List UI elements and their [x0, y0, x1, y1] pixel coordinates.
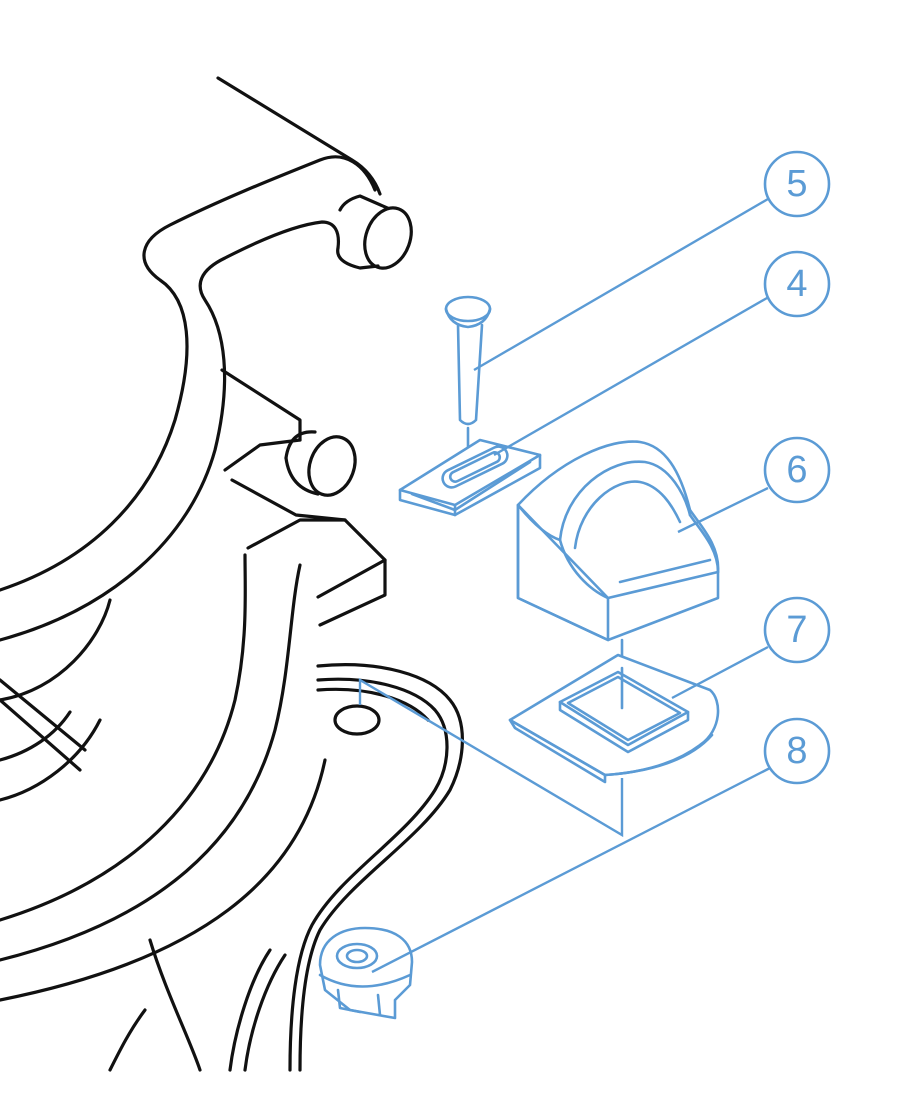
callout-8: 8 — [763, 717, 831, 785]
leader-8 — [371, 766, 771, 974]
part-7-base-pad — [508, 653, 720, 784]
callout-7: 7 — [763, 596, 831, 664]
callout-4: 4 — [763, 250, 831, 318]
svg-text:7: 7 — [786, 609, 807, 651]
leader-6 — [677, 486, 769, 534]
assembly-guide-line — [358, 677, 624, 838]
leader-5 — [473, 197, 769, 372]
svg-text:6: 6 — [786, 449, 807, 491]
svg-text:4: 4 — [786, 263, 807, 305]
part-8-grommet — [318, 926, 414, 1020]
main-assembly — [0, 76, 464, 1072]
svg-text:5: 5 — [786, 163, 807, 205]
leader-4 — [493, 296, 768, 457]
part-6-saddle-block — [516, 440, 720, 664]
part-5-pin — [444, 295, 492, 457]
leader-7 — [671, 645, 769, 700]
part-4-slotted-plate — [398, 438, 542, 517]
callout-6: 6 — [763, 436, 831, 504]
callout-5: 5 — [763, 150, 831, 218]
svg-text:8: 8 — [786, 730, 807, 772]
exploded-parts: 5 4 6 7 8 — [318, 150, 831, 1020]
